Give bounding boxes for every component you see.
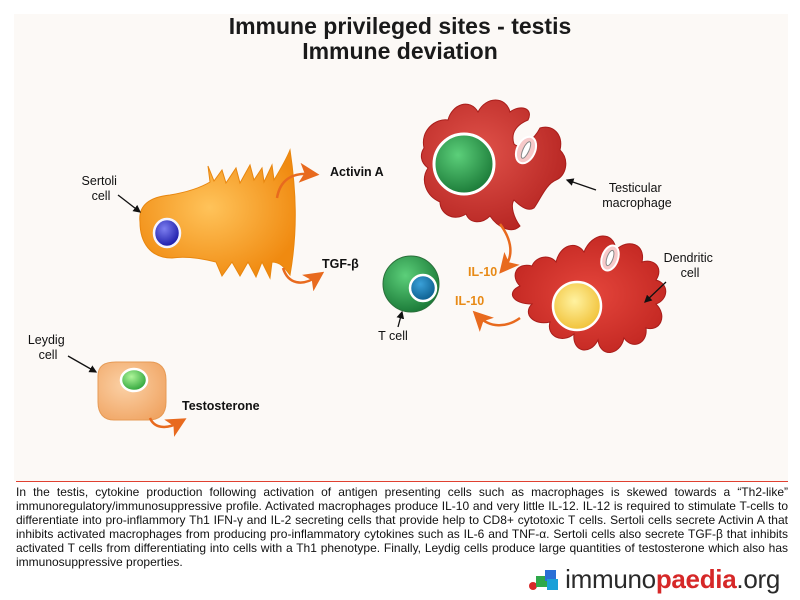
tgf-label: TGF-β xyxy=(322,257,359,271)
title-line-1: Immune privileged sites - testis xyxy=(228,13,572,39)
testicular-macrophage xyxy=(420,99,567,231)
sertoli-label-line2: cell xyxy=(92,189,111,203)
macrophage-pointer xyxy=(565,178,597,191)
leydig-label-line1: Leydig xyxy=(28,333,65,347)
t-cell-nucleus xyxy=(408,273,438,303)
macrophage-label-line1: Testicular xyxy=(609,181,662,195)
macrophage-phagosome xyxy=(514,135,538,165)
logo-cubes-icon xyxy=(527,564,563,594)
tcell-label: T cell xyxy=(378,329,408,343)
logo-brand: paedia xyxy=(655,563,737,594)
logo-suffix: .org xyxy=(736,563,780,594)
logo-prefix: immuno xyxy=(565,563,656,594)
il10-dendritic-label: IL-10 xyxy=(455,294,484,308)
dendritic-nucleus xyxy=(551,280,603,332)
sertoli-nucleus xyxy=(152,217,182,249)
dendritic-label-line2: cell xyxy=(681,266,700,280)
sertoli-label: Sertoli cell xyxy=(82,174,121,203)
dendritic-label-line1: Dendritic xyxy=(664,251,713,265)
leydig-label: Leydig cell xyxy=(28,333,68,362)
dendritic-label: Dendritic cell xyxy=(664,251,717,280)
caption-divider xyxy=(16,481,788,482)
il10-macrophage-arrow xyxy=(498,223,520,274)
leydig-label-line2: cell xyxy=(39,348,58,362)
logo-text: immunopaedia.org xyxy=(565,564,780,595)
sertoli-label-line1: Sertoli xyxy=(82,174,117,188)
page-title: Immune privileged sites - testis Immune … xyxy=(0,14,800,64)
tcell-pointer xyxy=(396,310,405,328)
sertoli-cell xyxy=(139,148,296,280)
caption-text: In the testis, cytokine production follo… xyxy=(16,485,788,569)
tgf-arrow xyxy=(281,267,325,292)
macrophage-label-line2: macrophage xyxy=(602,196,672,210)
macrophage-nucleus xyxy=(432,132,496,196)
dendritic-cell xyxy=(511,235,667,353)
title-line-2: Immune deviation xyxy=(302,38,498,64)
activin-label: Activin A xyxy=(330,165,384,179)
sertoli-pointer xyxy=(117,194,142,213)
t-cell xyxy=(382,255,440,313)
dendritic-phagosome xyxy=(600,244,620,272)
il10-macrophage-label: IL-10 xyxy=(468,265,497,279)
leydig-pointer xyxy=(67,355,98,373)
testosterone-arrow xyxy=(148,417,187,437)
dendritic-pointer xyxy=(644,281,667,303)
activin-arrow xyxy=(275,162,320,199)
testosterone-label: Testosterone xyxy=(182,399,260,413)
leydig-nucleus xyxy=(119,367,149,393)
immunopaedia-logo: immunopaedia.org xyxy=(527,562,780,596)
il10-dendritic-arrow xyxy=(472,310,521,332)
macrophage-label: Testicular macrophage xyxy=(602,181,672,210)
leydig-cell xyxy=(97,361,167,421)
